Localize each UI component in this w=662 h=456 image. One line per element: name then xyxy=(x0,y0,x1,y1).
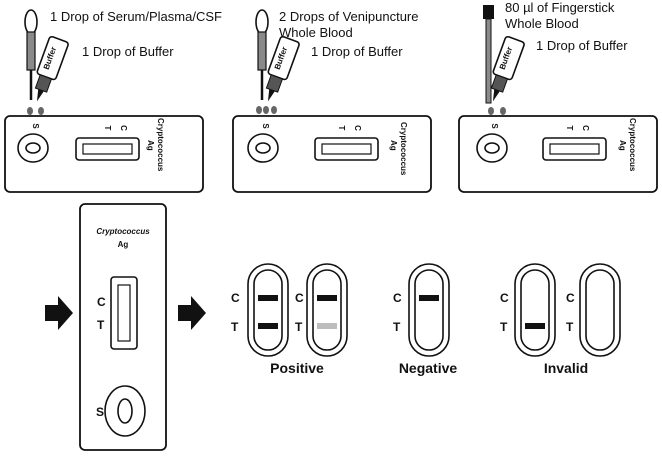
c-mark: C xyxy=(500,291,509,305)
cassette-name-line2: Ag xyxy=(118,240,129,249)
cassette-name-line1: Cryptococcus xyxy=(399,122,408,176)
cassette-horizontal: T C S Cryptococcus Ag xyxy=(458,115,658,193)
t-mark: T xyxy=(231,320,239,334)
buffer-drop-icon xyxy=(271,106,277,114)
cassette-name-line1: Cryptococcus xyxy=(156,118,165,172)
t-mark: T xyxy=(500,320,508,334)
c-mark: C xyxy=(566,291,575,305)
t-mark: T xyxy=(566,320,574,334)
step-1-buffer-label: 1 Drop of Buffer xyxy=(82,44,174,59)
t-mark: T xyxy=(295,320,303,334)
s-mark: S xyxy=(490,123,499,129)
step-2-buffer-label: 1 Drop of Buffer xyxy=(311,44,403,59)
sample-drop-icon xyxy=(488,107,494,115)
sample-drop-icon xyxy=(27,107,33,115)
c-mark: C xyxy=(119,125,128,131)
c-mark: C xyxy=(97,295,106,309)
c-mark: C xyxy=(393,291,402,305)
step-1-sample-label: 1 Drop of Serum/Plasma/CSF xyxy=(50,9,222,24)
sample-drop-icon xyxy=(263,106,269,114)
step-1: Buffer 1 Drop of Serum/Plasma/CSF 1 Drop… xyxy=(4,9,222,193)
cassette-name-line1: Cryptococcus xyxy=(628,118,637,172)
step-3: Buffer 80 µl of Fingerstick Whole Blood … xyxy=(458,0,658,193)
cassette-vertical: Cryptococcus Ag C T S xyxy=(79,203,167,451)
c-mark: C xyxy=(353,125,362,131)
dropper-icon xyxy=(24,9,38,100)
s-mark: S xyxy=(96,405,104,419)
control-line xyxy=(419,295,439,301)
test-line-faint xyxy=(317,323,337,329)
cassette-name-line2: Ag xyxy=(389,140,398,151)
step-2-sample-line2: Whole Blood xyxy=(279,25,353,40)
cassette-name-line1: Cryptococcus xyxy=(96,227,150,236)
step-2: Buffer 2 Drops of Venipuncture Whole Blo… xyxy=(232,9,432,193)
buffer-drop-icon xyxy=(38,107,44,115)
arrow-right-icon xyxy=(178,296,206,330)
positive-label: Positive xyxy=(270,360,324,376)
step-3-sample-line1: 80 µl of Fingerstick xyxy=(505,0,615,15)
result-invalid-t-only: C T xyxy=(500,263,556,357)
cassette-name-line2: Ag xyxy=(618,140,627,151)
test-line xyxy=(525,323,545,329)
step-2-sample-line1: 2 Drops of Venipuncture xyxy=(279,9,418,24)
t-mark: T xyxy=(337,126,346,131)
result-positive-faint: C T xyxy=(295,263,348,357)
cassette-name-line2: Ag xyxy=(146,140,155,151)
c-mark: C xyxy=(295,291,304,305)
arrow-right-icon xyxy=(45,296,73,330)
control-line xyxy=(317,295,337,301)
t-mark: T xyxy=(97,318,105,332)
result-positive-strong: C T xyxy=(231,263,289,357)
c-mark: C xyxy=(231,291,240,305)
t-mark: T xyxy=(393,320,401,334)
test-line xyxy=(258,323,278,329)
buffer-bottle-icon: Buffer xyxy=(490,35,525,102)
buffer-bottle-icon: Buffer xyxy=(265,35,300,102)
invalid-label: Invalid xyxy=(544,360,588,376)
s-mark: S xyxy=(261,123,270,129)
sample-drop-icon xyxy=(256,106,262,114)
t-mark: T xyxy=(103,126,112,131)
c-mark: C xyxy=(581,125,590,131)
negative-label: Negative xyxy=(399,360,458,376)
buffer-drop-icon xyxy=(500,107,506,115)
step-3-sample-line2: Whole Blood xyxy=(505,16,579,31)
step-3-buffer-label: 1 Drop of Buffer xyxy=(536,38,628,53)
cassette-horizontal: T C S Cryptococcus Ag xyxy=(232,115,432,193)
t-mark: T xyxy=(565,126,574,131)
capillary-tube-icon xyxy=(483,5,494,104)
dropper-icon xyxy=(255,9,269,100)
result-negative: C T xyxy=(393,263,450,357)
cassette-horizontal: T C S Cryptococcus Ag xyxy=(4,115,204,193)
control-line xyxy=(258,295,278,301)
result-invalid-none: C T xyxy=(566,263,621,357)
s-mark: S xyxy=(31,123,40,129)
buffer-bottle-icon: Buffer xyxy=(34,35,69,102)
